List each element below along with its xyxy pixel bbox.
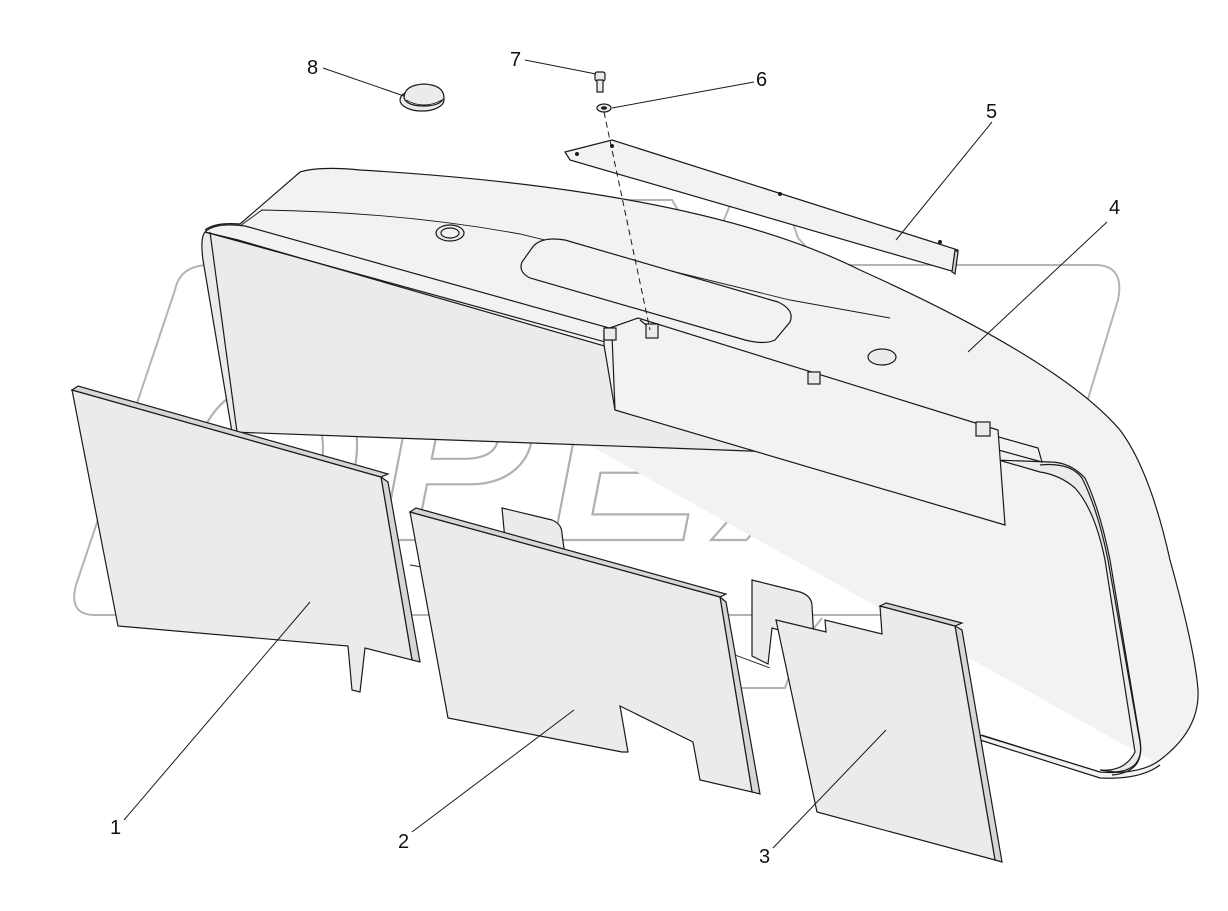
leader-2 xyxy=(411,709,575,833)
leader-lines xyxy=(123,59,1108,849)
callout-3: 3 xyxy=(759,846,770,868)
leader-6 xyxy=(611,81,755,109)
part-3-panel xyxy=(775,602,1003,863)
leader-5 xyxy=(895,121,993,241)
part-6-washer xyxy=(596,103,612,113)
part-1-panel xyxy=(70,385,421,693)
part-8-plug xyxy=(399,83,445,112)
part-7-bolt xyxy=(594,71,606,93)
callout-labels: 1 2 3 4 5 6 7 8 xyxy=(110,49,1120,868)
leader-7 xyxy=(524,59,597,75)
part-5-strip xyxy=(564,139,959,276)
callout-7: 7 xyxy=(510,49,521,71)
callout-6: 6 xyxy=(756,69,767,91)
callout-4: 4 xyxy=(1109,197,1120,219)
leader-4 xyxy=(967,221,1108,353)
leader-8 xyxy=(322,67,405,97)
callout-5: 5 xyxy=(986,101,997,123)
leader-1 xyxy=(123,601,311,821)
part-2-panel xyxy=(408,507,761,795)
leader-3 xyxy=(772,729,887,849)
callout-8: 8 xyxy=(307,57,318,79)
callout-1: 1 xyxy=(110,817,121,839)
callout-2: 2 xyxy=(398,831,409,853)
